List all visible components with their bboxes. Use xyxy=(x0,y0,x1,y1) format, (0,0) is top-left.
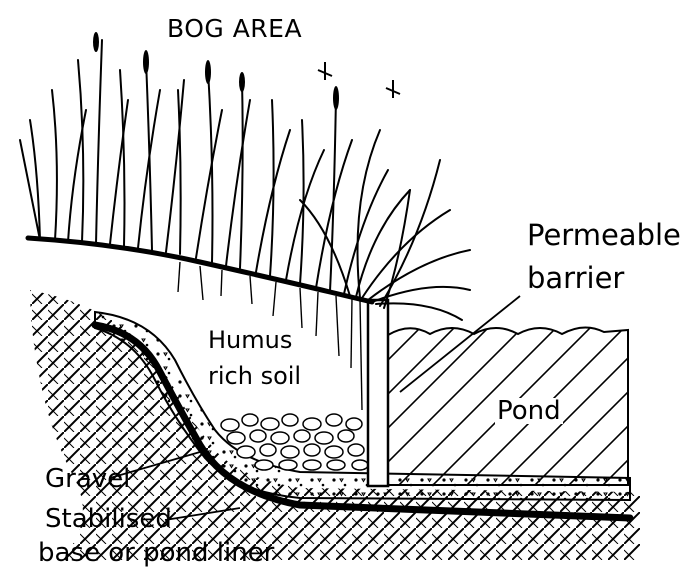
label-gravel: Gravel xyxy=(45,466,130,492)
diagram-title: BOG AREA xyxy=(167,16,302,41)
permeable-barrier xyxy=(368,300,388,486)
label-barrier: barrier xyxy=(527,264,624,293)
reed-heads xyxy=(93,32,339,110)
label-rich-soil: rich soil xyxy=(208,364,301,388)
dragonfly-icons xyxy=(318,62,400,98)
label-pond: Pond xyxy=(495,398,563,424)
label-humus: Humus xyxy=(208,328,292,352)
label-stabilised: Stabilised xyxy=(45,506,172,532)
label-base-or-liner: base or pond liner xyxy=(38,540,274,566)
label-permeable: Permeable xyxy=(527,221,681,250)
